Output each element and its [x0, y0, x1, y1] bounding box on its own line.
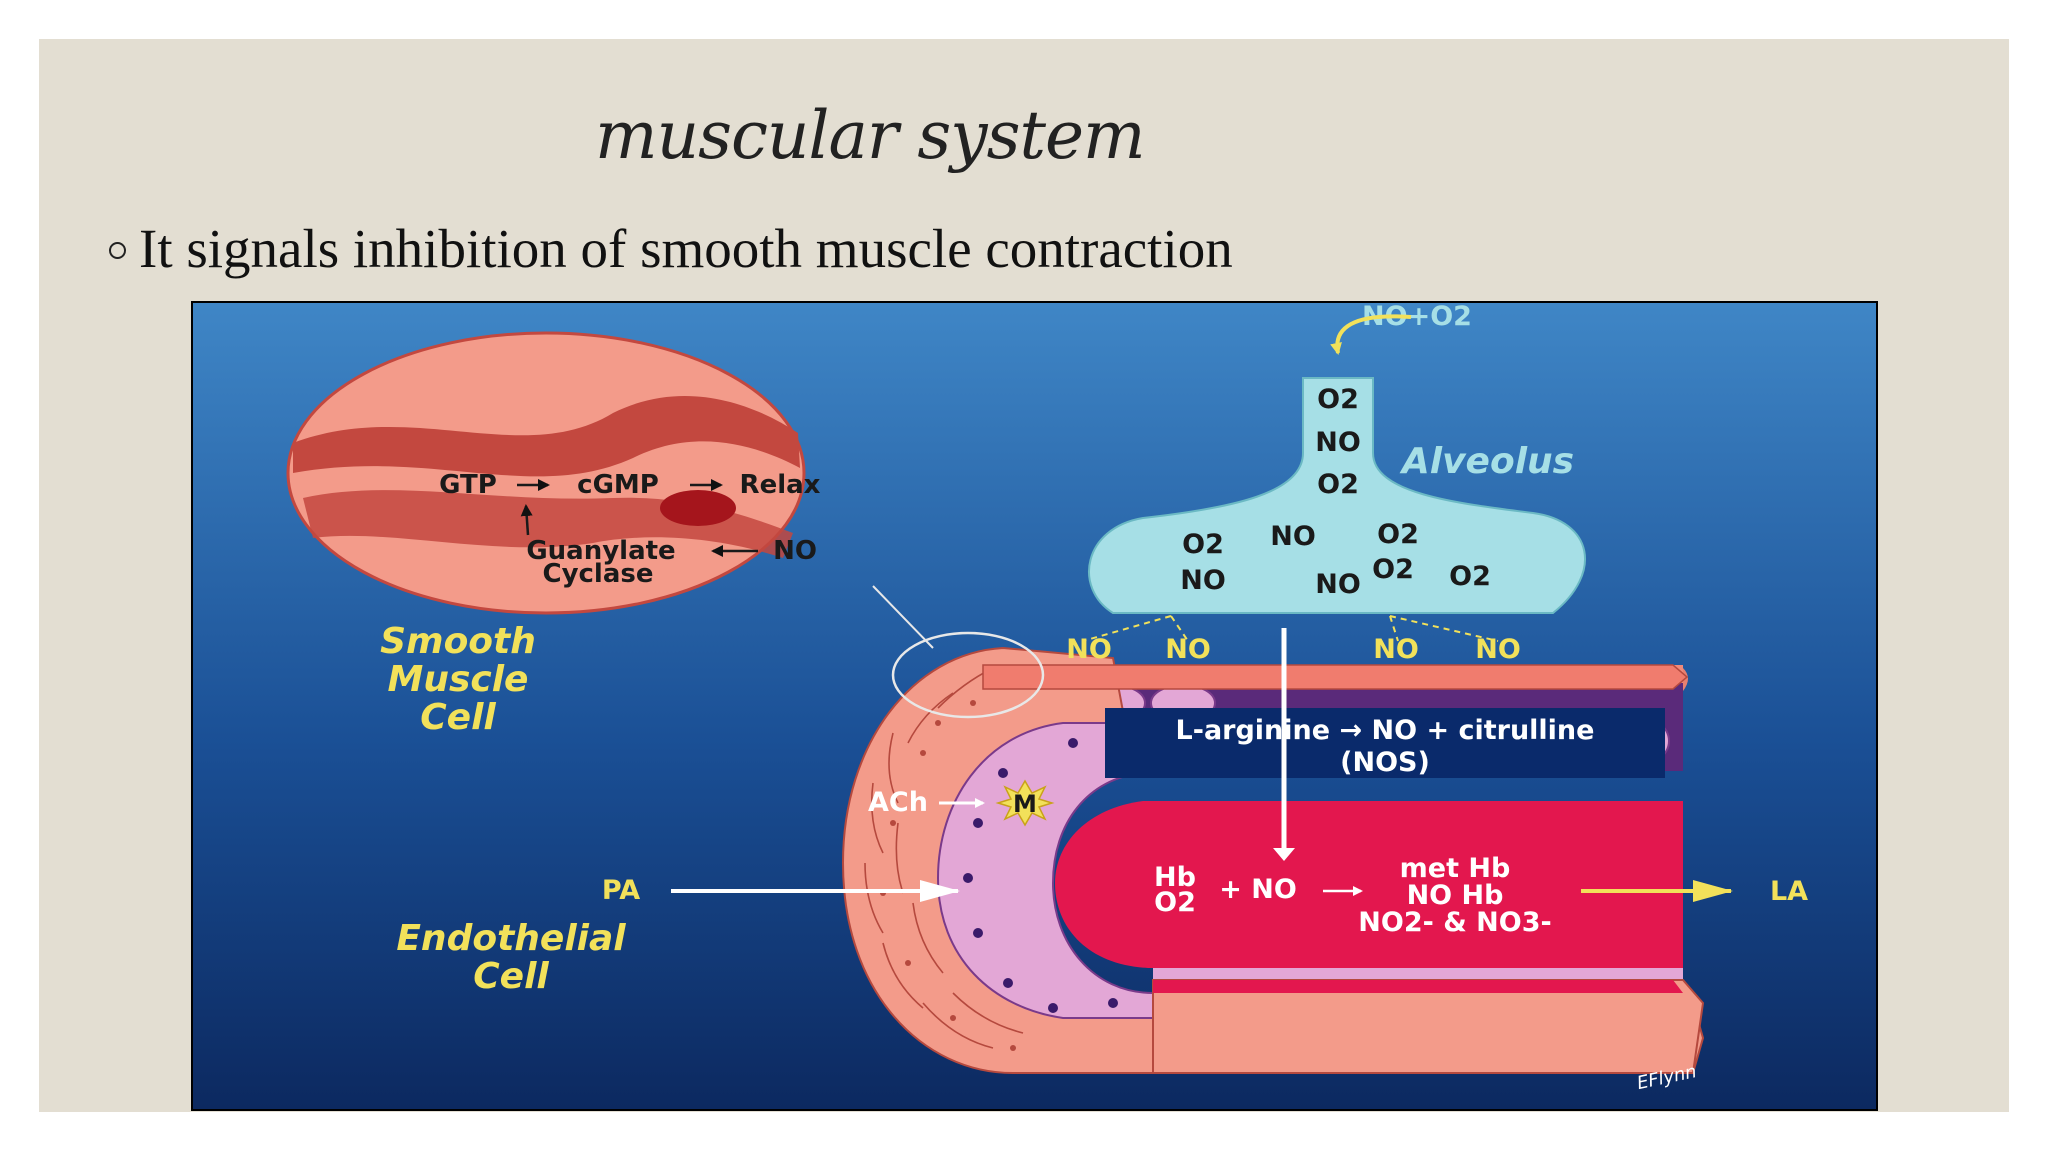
- gas-o2: O2: [1449, 561, 1491, 592]
- inset-gtp: GTP: [439, 470, 497, 500]
- gas-o2: O2: [1182, 529, 1224, 560]
- smooth-muscle-label-1: Smooth: [380, 621, 536, 662]
- endothelial-label-1: Endothelial: [396, 918, 626, 959]
- smooth-muscle-inset: GTP cGMP Relax Guanylate Cyclase NO: [286, 331, 821, 615]
- blood-vessel: [841, 646, 1705, 1074]
- vessel-lumen: [1055, 801, 1683, 968]
- inset-nucleus: [660, 490, 736, 526]
- nos-box: [1105, 708, 1665, 778]
- vessel-bottom-wall: [1152, 979, 1705, 1074]
- ach-label: ACh: [868, 787, 928, 818]
- zoom-circle: [891, 631, 1045, 719]
- hb-product-2: NO Hb: [1407, 880, 1504, 911]
- diffusing-no: NO: [1475, 634, 1521, 665]
- inset-muscle-band: [293, 395, 800, 477]
- nos-reaction-line1: L-arginine → NO + citrulline: [1176, 715, 1595, 746]
- gas-no: NO: [1315, 569, 1361, 600]
- slide-title: muscular system: [595, 97, 1146, 174]
- nos-reaction-line2: (NOS): [1340, 747, 1430, 778]
- endothelial-ring: [936, 722, 1154, 1019]
- gas-no: NO: [1315, 427, 1361, 458]
- inset-no: NO: [773, 536, 817, 566]
- bullet-text: It signals inhibition of smooth muscle c…: [139, 218, 1233, 279]
- smooth-muscle-label-3: Cell: [420, 697, 496, 738]
- gas-o2: O2: [1317, 469, 1359, 500]
- alveolus-label: Alveolus: [1399, 441, 1574, 482]
- inset-relax: Relax: [740, 470, 821, 500]
- la-label: LA: [1770, 876, 1808, 907]
- diffusing-no-labels: NO NO NO NO: [1066, 634, 1521, 665]
- bullet-circle-icon: [109, 242, 126, 259]
- arrow-cyclase-to-gtp: [520, 504, 533, 536]
- input-arrow: [1330, 314, 1412, 355]
- smooth-muscle-label-2: Muscle: [388, 659, 529, 700]
- diffusing-no: NO: [1373, 634, 1419, 665]
- plus-no-label: + NO: [1219, 874, 1297, 905]
- inset-cgmp: cGMP: [577, 470, 659, 500]
- diagram-canvas: L-arginine → NO + citrulline (NOS) O2 NO…: [193, 301, 1876, 1109]
- no-diffusion-lines: [1082, 615, 1499, 642]
- smooth-muscle-texture: [864, 667, 1024, 1049]
- gas-o2: O2: [1372, 554, 1414, 585]
- nitric-oxide-diagram: L-arginine → NO + citrulline (NOS) O2 NO…: [191, 301, 1878, 1111]
- gas-no: NO: [1180, 565, 1226, 596]
- diffusing-no: NO: [1066, 634, 1112, 665]
- inset-guanylate: Guanylate: [526, 536, 675, 566]
- diffusing-no: NO: [1165, 634, 1211, 665]
- endothelial-label-2: Cell: [473, 956, 549, 997]
- gas-o2: O2: [1317, 384, 1359, 415]
- hb-o2-label: O2: [1154, 887, 1196, 918]
- zoom-connector-line: [872, 585, 934, 649]
- alveolus-gases: O2 NO O2 O2 NO O2 NO O2 NO O2: [1180, 384, 1491, 600]
- gas-o2: O2: [1377, 519, 1419, 550]
- endothelial-nuclei: [963, 738, 1118, 1013]
- smooth-muscle-nuclei: [880, 700, 1016, 1051]
- pa-label: PA: [602, 875, 640, 906]
- muscarinic-receptor-icon: [995, 779, 1055, 827]
- hb-product-3: NO2- & NO3-: [1358, 907, 1551, 938]
- slide-background: muscular system It signals inhibition of…: [39, 39, 2009, 1112]
- bullet-point: It signals inhibition of smooth muscle c…: [109, 217, 1233, 280]
- vertical-arrow-head: [1273, 848, 1295, 861]
- hb-product-1: met Hb: [1400, 853, 1511, 884]
- alveolus: [1088, 377, 1587, 614]
- gas-no: NO: [1270, 521, 1316, 552]
- m-receptor-label: M: [1013, 790, 1037, 818]
- inset-cyclase: Cyclase: [542, 559, 653, 589]
- hb-label: Hb: [1154, 862, 1196, 893]
